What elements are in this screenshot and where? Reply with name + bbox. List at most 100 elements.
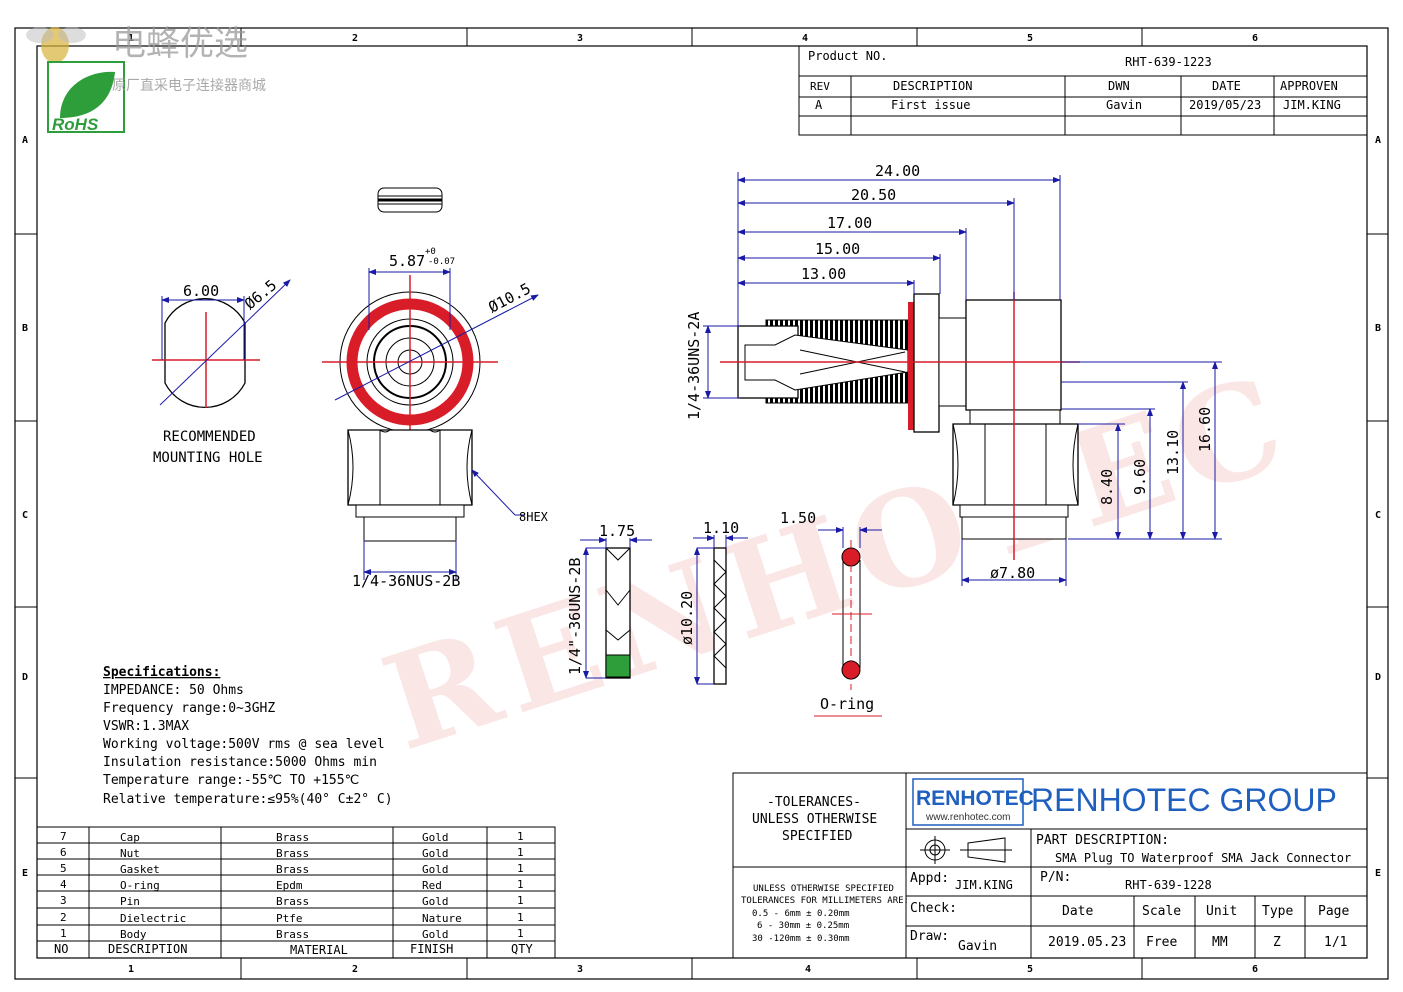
date-col: Date [1062, 904, 1093, 919]
recommended-label: RECOMMENDED [163, 429, 256, 445]
row-label: A [22, 135, 28, 146]
bom-header-material: MATERIAL [290, 943, 348, 957]
tol-plus: +0 [425, 247, 436, 257]
bom-desc: O-ring [120, 879, 160, 892]
diagonal-watermark: RENHOTEC [367, 344, 1310, 780]
bom-material: Ptfe [276, 912, 303, 925]
bom-qty: 1 [517, 846, 524, 859]
logo-url: www.renhotec.com [925, 812, 1010, 823]
part-desc: SMA Plug TO Waterproof SMA Jack Connecto… [1055, 851, 1351, 865]
pn-label: P/N: [1040, 870, 1071, 885]
bom-no: 3 [60, 894, 67, 907]
bom-finish: Gold [422, 895, 449, 908]
part-desc-label: PART DESCRIPTION: [1036, 833, 1169, 848]
col-label: 1 [128, 964, 134, 975]
col-label: 3 [577, 964, 583, 975]
bom-finish: Gold [422, 928, 449, 941]
product-no: RHT-639-1223 [1125, 55, 1212, 69]
tol-small: TOLERANCES FOR MILLIMETERS ARE: [741, 896, 909, 906]
date-value: 2019/05/23 [1189, 98, 1261, 112]
bom-desc: Dielectric [120, 912, 186, 925]
dim-587: 5.87 [389, 252, 425, 270]
spec-line: Frequency range:0~3GHZ [103, 701, 275, 716]
spec-line: Relative temperature:≤95%(40° C±2° C) [103, 792, 393, 807]
bom-qty: 1 [517, 830, 524, 843]
sheet-border [14, 27, 1389, 980]
tol-small: UNLESS OTHERWISE SPECIFIED [753, 884, 894, 894]
dim-phi780: ø7.80 [990, 564, 1035, 582]
row-label: C [1375, 510, 1381, 521]
dim-phi105: Ø10.5 [485, 279, 533, 316]
col-label: 2 [352, 33, 358, 44]
table-row: 3 Pin Brass Gold 1 [60, 894, 524, 908]
desc-value: First issue [891, 98, 970, 112]
col-label: 1 [128, 33, 134, 44]
company-name: RENHOTEC GROUP [1031, 782, 1337, 818]
bom-qty: 1 [517, 927, 524, 940]
table-row: 7 Cap Brass Gold 1 [60, 830, 524, 844]
draw-label: Draw: [910, 929, 949, 944]
dim-840: 8.40 [1098, 469, 1116, 505]
front-view [322, 268, 539, 580]
draw-value: Gavin [958, 939, 997, 954]
bom-qty: 1 [517, 862, 524, 875]
projection-symbol-icon [920, 836, 1012, 864]
check-label: Check: [910, 901, 957, 916]
gasket-sideview [377, 187, 443, 213]
scale-col: Scale [1142, 904, 1181, 919]
bom-header-no: NO [54, 942, 68, 956]
date-value: 2019.05.23 [1048, 935, 1126, 950]
bom-table [36, 826, 556, 959]
col-label: 2 [352, 964, 358, 975]
dim-960: 9.60 [1131, 459, 1149, 495]
type-value: Z [1273, 935, 1281, 950]
row-label: E [22, 868, 28, 879]
table-row: 4 O-ring Epdm Red 1 [60, 878, 524, 892]
tol-line: -TOLERANCES- [767, 795, 861, 810]
table-row: 5 Gasket Brass Gold 1 [60, 862, 524, 876]
thread-2b-front: 1/4-36NUS-2B [352, 572, 460, 590]
revision-table [798, 45, 1368, 136]
logo-text: RENHOTEC [916, 787, 1034, 810]
rohs-mark: RoHS [52, 115, 99, 134]
bom-qty: 1 [517, 878, 524, 891]
tol-line: UNLESS OTHERWISE [752, 812, 877, 827]
bom-material: Brass [276, 928, 309, 941]
hex-label: 8HEX [519, 510, 549, 524]
col-label: 4 [805, 964, 811, 975]
unit-col: Unit [1206, 904, 1237, 919]
col-label: 5 [1027, 964, 1033, 975]
bom-rows: 7 Cap Brass Gold 1 6 Nut Brass Gold 1 5 … [54, 830, 533, 957]
product-no-label: Product NO. [808, 49, 887, 63]
bom-qty: 1 [517, 894, 524, 907]
page-value: 1/1 [1324, 935, 1347, 950]
bom-finish: Nature [422, 912, 462, 925]
tol-small: 30 -120mm ± 0.30mm [752, 934, 850, 944]
table-header: NO DESCRIPTION MATERIAL FINISH QTY [54, 942, 533, 957]
side-view [703, 172, 1222, 586]
row-label: D [22, 672, 28, 683]
bom-material: Brass [276, 895, 309, 908]
dim-phi1020: ø10.20 [678, 591, 696, 645]
bom-no: 4 [60, 878, 67, 891]
col-label: 5 [1027, 33, 1033, 44]
title-block-text: PART DESCRIPTION: SMA Plug TO Waterproof… [910, 833, 1351, 954]
bom-desc: Pin [120, 895, 140, 908]
appd-value: JIM.KING [955, 878, 1013, 892]
spec-line: Working voltage:500V rms @ sea level [103, 737, 385, 752]
col-label: 6 [1252, 964, 1258, 975]
bom-header-desc: DESCRIPTION [108, 942, 187, 956]
type-col: Type [1262, 904, 1293, 919]
specifications: Specifications: IMPEDANCE: 50 Ohms Frequ… [103, 665, 393, 807]
spec-line: IMPEDANCE: 50 Ohms [103, 683, 244, 698]
col-label: 4 [802, 33, 808, 44]
bom-desc: Gasket [120, 863, 160, 876]
bom-material: Brass [276, 863, 309, 876]
date-header: DATE [1212, 79, 1241, 93]
mounting-hole-label: MOUNTING HOLE [153, 450, 263, 466]
dim-600: 6.00 [183, 282, 219, 300]
dim-1700: 17.00 [827, 214, 872, 232]
unit-value: MM [1212, 935, 1228, 950]
dim-1300: 13.00 [801, 265, 846, 283]
bom-no: 6 [60, 846, 67, 859]
